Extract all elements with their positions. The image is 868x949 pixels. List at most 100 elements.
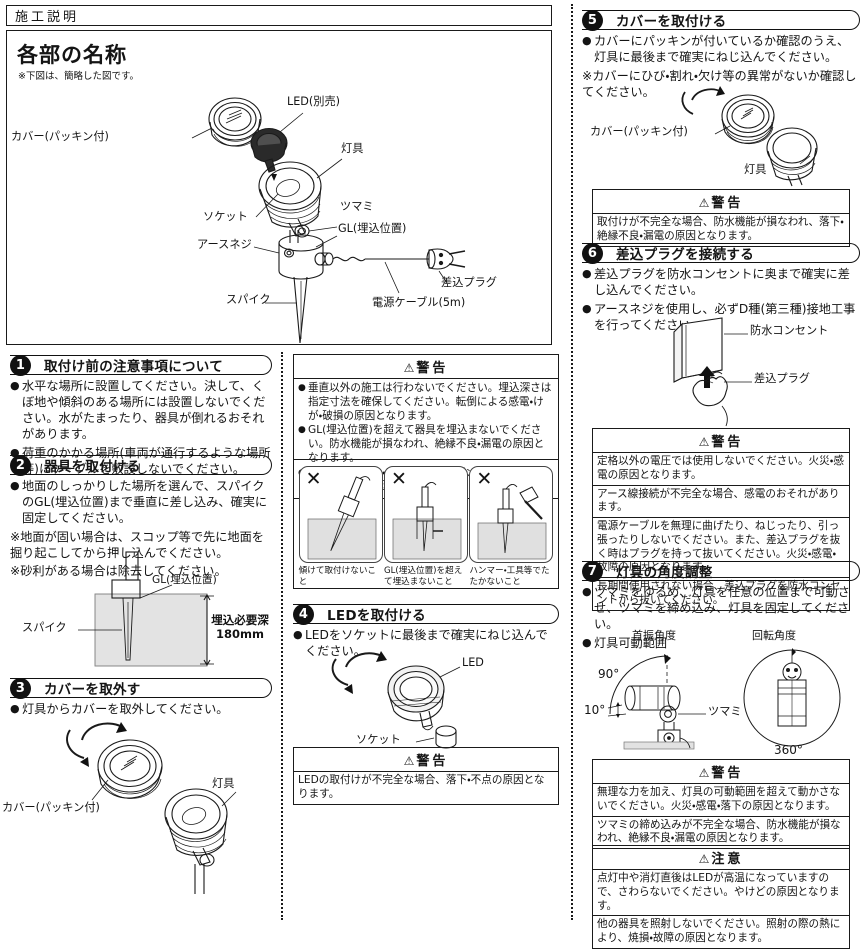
bullet-dot-icon: ● [298, 425, 306, 436]
step-7-warning-row-2: ツマミの締め込みが不完全な場合、防水機能が損なわれ、絶縁不良・漏電の原因となりま… [593, 815, 849, 849]
warning-triangle-icon: ⚠ [403, 754, 415, 768]
rotate-angle-value: 360° [774, 743, 803, 757]
step-2: 2 器具を取付ける ● 地面のしっかりした場所を選んで、スパイクのGL(埋込位置… [10, 455, 272, 582]
step-2-title: 器具を取付ける [44, 459, 141, 475]
step3-fixture-label: 灯具 [212, 777, 235, 790]
warning-triangle-icon: ⚠ [698, 196, 710, 210]
prohibition-card-3: ✕ [469, 466, 554, 563]
step-7-caution-row-2: 他の器具を照射しないでください。照射の際の熱により、焼損・故障の原因となります。 [593, 915, 849, 948]
step-3-header: 3 カバーを取外す [10, 678, 272, 699]
install-warning-item-1: ● 垂直以外の施工は行わないでください。埋込深さは指定寸法を確保してください。転… [298, 382, 552, 422]
step-6-title: 差込プラグを接続する [616, 247, 754, 263]
step-4-number-rule [314, 604, 323, 625]
column-divider-right [571, 4, 573, 920]
tilt-angle-title: 首振角度 [632, 629, 676, 642]
label-socket: ソケット [203, 210, 248, 223]
prohibition-card-2: ✕ [383, 466, 468, 563]
parts-note: ※下図は、簡略した図です。 [18, 71, 140, 82]
step-6-warning-row-4: 長期間使用されない場合、差込プラグを防水コンセントから抜いてください。 [593, 577, 849, 610]
step-2-header: 2 器具を取付ける [10, 455, 272, 476]
step-5: 5 カバーを取付ける ● カバーにパッキンが付いているか確認のうえ、灯具に最後ま… [582, 10, 860, 102]
cross-mark-icon: ✕ [476, 468, 493, 490]
prohibition-panel: ✕ 傾けて取付けないこと ✕ [293, 459, 559, 589]
prohibition-caption-1: 傾けて取付けないこと [298, 566, 377, 587]
step-5-bullet-1: ● カバーにパッキンが付いているか確認のうえ、灯具に最後まで確実にねじ込んでくだ… [582, 34, 850, 65]
step-1-title: 取付け前の注意事項について [44, 359, 223, 375]
step-7-bullet-1: ● ツマミをゆるめ、灯具を任意の位置まで可動させ、ツマミを締め込み、灯具を固定し… [582, 585, 850, 632]
step5-cover-label: カバー(パッキン付) [590, 125, 688, 138]
step-6-warning-box: ⚠警告 定格以外の電圧では使用しないでください。火災・感電の原因となります。 ア… [592, 428, 850, 611]
burial-depth-figure: GL(埋込位置) スパイク 埋込必要深 180mm [20, 551, 270, 672]
parts-diagram [7, 31, 553, 346]
step-6-warning-row-1: 定格以外の電圧では使用しないでください。火災・感電の原因となります。 [597, 455, 844, 481]
step-4-bullet-1: ● LEDをソケットに最後まで確実にねじ込んでください。 [293, 628, 548, 659]
step-3-title: カバーを取外す [44, 682, 141, 698]
step-3-bullet-1: ● 灯具からカバーを取外してください。 [10, 702, 229, 716]
warning-triangle-icon: ⚠ [698, 852, 710, 866]
column-divider-left [281, 352, 283, 920]
step-3: 3 カバーを取外す ● 灯具からカバーを取外してください。 [10, 678, 272, 720]
bullet-dot-icon: ● [293, 628, 303, 641]
step-4: 4 LEDを取付ける ● LEDをソケットに最後まで確実にねじ込んでください。 [293, 604, 559, 662]
document-title: 施工説明 [15, 10, 80, 25]
step-2-bullet-1: ● 地面のしっかりした場所を選んで、スパイクのGL(埋込位置)まで垂直に差し込み… [10, 479, 268, 526]
bullet-dot-icon: ● [10, 479, 20, 492]
cross-mark-icon: ✕ [390, 468, 407, 490]
cover-install-figure: カバー(パッキン付) 灯具 [590, 82, 860, 187]
step-2-note-1: ※地面が固い場合は、スコップ等で先に地面を掘り起こしてから押し込んでください。 [10, 530, 264, 561]
step-5-header: 5 カバーを取付ける [582, 10, 860, 31]
step-4-number: 4 [293, 604, 314, 625]
step-6: 6 差込プラグを接続する ● 差込プラグを防水コンセントに奥まで確実に差し込んで… [582, 243, 860, 336]
step-5-warning-title: ⚠警告 [593, 190, 849, 214]
parts-name-panel: 各部の名称 ※下図は、簡略した図です。 [6, 30, 552, 345]
step-6-header: 6 差込プラグを接続する [582, 243, 860, 264]
step4-socket-label: ソケット [356, 733, 401, 746]
step-5-warning-row-1: 取付けが不完全な場合、防水機能が損なわれ、落下・絶縁不良・漏電の原因となります。 [597, 216, 844, 242]
label-led: LED(別売) [287, 95, 341, 108]
step-7-bullet-2: ● 灯具可動範囲 [582, 636, 668, 651]
step-3-number-rule [31, 678, 40, 699]
step-7-header: 7 灯具の角度調整 [582, 561, 860, 582]
step-1-bullet-1: ● 水平な場所に設置してください。決して、くぼ地や傾斜のある場所には設置しないで… [10, 379, 266, 442]
step-6-number: 6 [582, 243, 603, 264]
bullet-dot-icon: ● [582, 302, 592, 316]
step-1-bullet-2: ● 荷重のかかる場所(車両が通行するような場所等)にケーブルを敷設しないでくださ… [10, 446, 271, 477]
label-fixture: 灯具 [341, 142, 364, 155]
step-6-bullet-2: ● アースネジを使用し、必ずD種(第三種)接地工事を行ってください。 [582, 302, 856, 333]
step-2-note-2: ※砂利がある場合は除去してください。 [10, 564, 227, 579]
prohibition-item-3: ✕ ハンマー・工具等でたたかないこと [469, 466, 554, 587]
burial-gl-label: GL(埋込位置) [152, 574, 217, 586]
step-6-warning-row-3: 電源ケーブルを無理に曲げたり、ねじったり、引っ張ったりしないでください。また、差… [593, 517, 849, 577]
parts-heading: 各部の名称 [17, 43, 127, 67]
cover-removal-figure: カバー(パッキン付) 灯具 [2, 718, 270, 913]
bullet-dot-icon: ● [10, 702, 20, 715]
step-1-number: 1 [10, 355, 31, 376]
warning-triangle-icon: ⚠ [698, 435, 710, 449]
step6-plug-label: 差込プラグ [754, 372, 810, 385]
step-1: 1 取付け前の注意事項について ● 水平な場所に設置してください。決して、くぼ地… [10, 355, 272, 481]
prohibition-item-1: ✕ 傾けて取付けないこと [298, 466, 383, 587]
label-gl: GL(埋込位置) [338, 222, 407, 235]
step6-outlet-label: 防水コンセント [750, 324, 829, 337]
step3-cover-label: カバー(パッキン付) [2, 801, 100, 814]
step-7-warning-row-1: 無理な力を加え、灯具の可動範囲を超えて動かさないでください。火災・感電・落下の原… [597, 786, 841, 812]
angle-knob-label: ツマミ [708, 705, 742, 718]
step-6-number-rule [603, 243, 612, 264]
step-2-number: 2 [10, 455, 31, 476]
step-4-warning-title: ⚠警告 [294, 748, 558, 772]
step-4-warning-row-1: LEDの取付けが不完全な場合、落下・不点の原因となります。 [298, 774, 545, 800]
bullet-dot-icon: ● [10, 379, 20, 392]
step-5-note-1: ※カバーにひび・割れ・欠け等の異常がないか確認してください。 [582, 69, 857, 100]
install-warning-item-2: ● GL(埋込位置)を超えて器具を埋込まないでください。防水機能が損なわれ、絶縁… [298, 424, 545, 464]
warning-triangle-icon: ⚠ [698, 766, 710, 780]
cross-mark-icon: ✕ [305, 468, 322, 490]
step-7-caution-title: ⚠注意 [593, 846, 849, 870]
step-4-warning-box: ⚠警告 LEDの取付けが不完全な場合、落下・不点の原因となります。 [293, 747, 559, 805]
label-cover: カバー(パッキン付) [11, 130, 109, 143]
step-7-number-rule [603, 561, 612, 582]
tilt-angle-max: 90° [598, 667, 620, 681]
step-7-caution-box: ⚠注意 点灯中や消灯直後はLEDが高温になっていますので、さわらないでください。… [592, 845, 850, 949]
prohibition-caption-2: GL(埋込位置)を超えて埋込まないこと [383, 566, 463, 587]
led-install-figure: LED ソケット [320, 645, 550, 755]
burial-spike-label: スパイク [22, 621, 67, 634]
